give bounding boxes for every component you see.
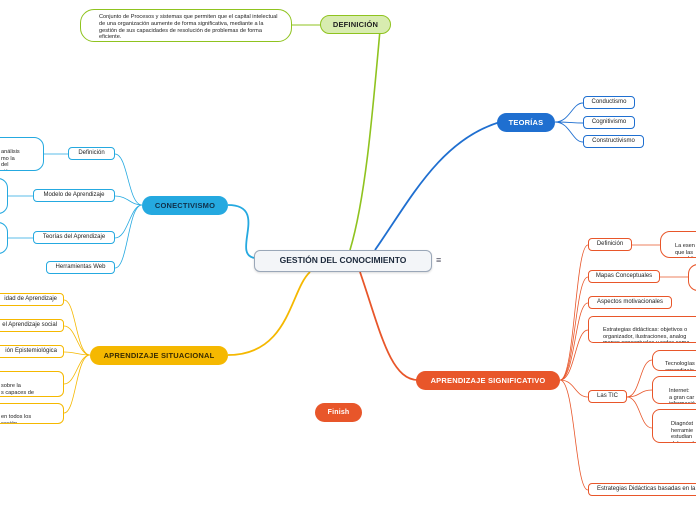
significativo-item-label: Aspectos motivacionales <box>596 298 664 305</box>
conectivismo-item-definicion[interactable]: Definición <box>68 147 115 160</box>
menu-icon[interactable]: ≡ <box>436 255 442 265</box>
branch-teorias-label: TEORÍAS <box>508 117 544 127</box>
branch-aprendizaje-significativo[interactable]: APRENDIZAJE SIGNIFICATIVO <box>416 371 560 390</box>
teorias-item-constructivismo[interactable]: Constructivismo <box>583 135 644 148</box>
conectivismo-item-label: Definición <box>78 149 105 156</box>
conectivismo-definicion-bubble[interactable]: análisis mo la del ción <box>0 137 44 171</box>
situacional-item-1[interactable]: idad de Aprendizaje <box>0 293 64 306</box>
finish-button-label: Finish <box>327 408 350 416</box>
tic-item-internet[interactable]: Internet: a gran car informació <box>652 376 696 404</box>
tic-item-tecnologias[interactable]: Tecnologías aprendizaje <box>652 350 696 371</box>
branch-conectivismo[interactable]: CONECTIVISMO <box>142 196 228 215</box>
conectivismo-item-label: Modelo de Aprendizaje <box>43 191 105 198</box>
significativo-item-estrategias-tic[interactable]: Estrategias Didácticas basadas en la <box>588 483 696 496</box>
definicion-text: Conjunto de Procesos y sistemas que perm… <box>99 14 278 41</box>
significativo-item-label: Estrategias didácticas: objetivos o orga… <box>603 326 689 342</box>
conectivismo-item-label: Teorías del Aprendizaje <box>42 233 106 240</box>
tic-item-label: Internet: a gran car informació <box>669 387 695 403</box>
significativo-item-definicion[interactable]: Definición <box>588 238 632 251</box>
situacional-item-label: en todos los cación. <box>1 413 32 424</box>
situacional-item-label: idad de Aprendizaje <box>4 295 57 302</box>
teorias-item-label: Conductismo <box>591 98 627 105</box>
conectivismo-item-herramientas[interactable]: Herramientas Web <box>46 261 115 274</box>
branch-aprendizaje-significativo-label: APRENDIZAJE SIGNIFICATIVO <box>430 375 546 385</box>
significativo-item-label: Estrategias Didácticas basadas en la <box>597 485 696 492</box>
situacional-item-label: sobre la s capaces de <box>1 382 34 396</box>
tic-item-label: Diagnóst herramie estudian del uso d <box>671 420 694 442</box>
teorias-item-cognitivismo[interactable]: Cognitivismo <box>583 116 635 129</box>
significativo-item-label: Mapas Conceptuales <box>595 272 653 279</box>
significativo-definicion-text: La esen que las no arbit <box>675 242 695 257</box>
situacional-item-4[interactable]: sobre la s capaces de <box>0 371 64 397</box>
branch-aprendizaje-situacional[interactable]: APRENDIZAJE SITUACIONAL <box>90 346 228 365</box>
branch-definicion[interactable]: DEFINICIÓN <box>320 15 391 34</box>
significativo-item-mapas[interactable]: Mapas Conceptuales <box>588 270 660 283</box>
conectivismo-item-teorias[interactable]: Teorías del Aprendizaje <box>33 231 115 244</box>
definicion-text-bubble[interactable]: Conjunto de Procesos y sistemas que perm… <box>80 9 292 42</box>
branch-conectivismo-label: CONECTIVISMO <box>154 200 216 210</box>
significativo-item-label: Las TIC <box>597 392 618 399</box>
situacional-item-3[interactable]: ión Epistemiológica <box>0 345 64 358</box>
conectivismo-definicion-text: análisis mo la del ción <box>1 148 20 170</box>
teorias-item-label: Cognitivismo <box>591 118 627 125</box>
significativo-item-aspectos[interactable]: Aspectos motivacionales <box>588 296 672 309</box>
finish-button[interactable]: Finish <box>315 403 362 422</box>
situacional-item-label: el Aprendizaje social <box>2 321 57 328</box>
significativo-definicion-bubble[interactable]: La esen que las no arbit <box>660 231 696 258</box>
conectivismo-modelo-bubble[interactable] <box>0 178 8 214</box>
conectivismo-item-modelo[interactable]: Modelo de Aprendizaje <box>33 189 115 202</box>
teorias-item-conductismo[interactable]: Conductismo <box>583 96 635 109</box>
conectivismo-item-label: Herramientas Web <box>55 263 106 270</box>
situacional-item-label: ión Epistemiológica <box>5 347 57 354</box>
branch-definicion-label: DEFINICIÓN <box>332 19 379 29</box>
significativo-item-estrategias[interactable]: Estrategias didácticas: objetivos o orga… <box>588 316 696 343</box>
teorias-item-label: Constructivismo <box>592 137 635 144</box>
central-topic-label: GESTIÓN DEL CONOCIMIENTO <box>279 255 407 266</box>
significativo-mapas-bubble[interactable] <box>688 264 696 291</box>
branch-teorias[interactable]: TEORÍAS <box>497 113 555 132</box>
central-topic[interactable]: GESTIÓN DEL CONOCIMIENTO <box>254 250 432 272</box>
branch-aprendizaje-situacional-label: APRENDIZAJE SITUACIONAL <box>103 350 215 360</box>
significativo-item-label: Definición <box>596 240 624 247</box>
tic-item-label: Tecnologías aprendizaje <box>665 360 695 371</box>
situacional-item-5[interactable]: en todos los cación. <box>0 403 64 424</box>
tic-item-diagnostico[interactable]: Diagnóst herramie estudian del uso d <box>652 409 696 443</box>
significativo-item-tic[interactable]: Las TIC <box>588 390 627 403</box>
situacional-item-2[interactable]: el Aprendizaje social <box>0 319 64 332</box>
